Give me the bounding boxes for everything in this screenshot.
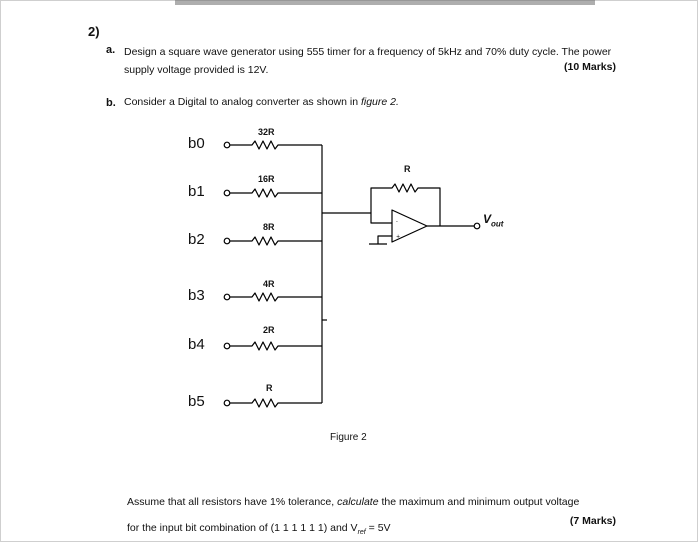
resistor-label-8r: 8R	[263, 222, 275, 232]
part-a-marks: (10 Marks)	[564, 61, 616, 73]
resistor-label-r: R	[266, 383, 273, 393]
cropped-header-strip	[175, 0, 595, 5]
resistor-label-2r: 2R	[263, 325, 275, 335]
bit-label-b5: b5	[188, 393, 205, 410]
bit-label-b4: b4	[188, 336, 205, 353]
non-inverting-input-wire	[377, 235, 392, 244]
input-row-b0	[223, 140, 322, 150]
bit-label-b0: b0	[188, 135, 205, 152]
input-row-b4	[223, 341, 322, 351]
vout-subscript: out	[491, 219, 504, 229]
feedback-resistor-path	[370, 183, 441, 226]
part-a-text: Design a square wave generator using 555…	[124, 46, 612, 76]
op-amp-symbol	[391, 209, 428, 243]
part-b-figure-ref: figure 2.	[360, 96, 399, 108]
vref-subscript: ref	[357, 529, 366, 537]
bit-label-b3: b3	[188, 287, 205, 304]
input-row-b1	[223, 188, 322, 198]
figure-caption: Figure 2	[330, 432, 367, 443]
bit-label-b2: b2	[188, 231, 205, 248]
output-terminal	[473, 222, 481, 230]
inverting-input-wire	[322, 212, 392, 224]
resistor-label-4r: 4R	[263, 279, 275, 289]
vout-label: Vout	[483, 212, 503, 228]
resistor-label-16r: 16R	[258, 174, 275, 184]
input-row-b5	[223, 398, 322, 408]
vout-symbol: V	[483, 212, 492, 226]
question-number: 2)	[88, 24, 100, 39]
part-a-letter: a.	[106, 44, 116, 56]
assumption-text: Assume that all resistors have 1% tolera…	[127, 489, 617, 546]
part-b-letter: b.	[106, 97, 116, 109]
part-b-text: Consider a Digital to analog converter a…	[124, 96, 399, 108]
op-amp-plus-sign: +	[396, 234, 400, 240]
bit-label-b1: b1	[188, 183, 205, 200]
input-row-b2	[223, 236, 322, 246]
part-b-text-before: Consider a Digital to analog converter a…	[124, 96, 361, 108]
resistor-label-32r: 32R	[258, 127, 275, 137]
part-b-marks: (7 Marks)	[569, 515, 616, 527]
feedback-resistor-label: R	[404, 164, 411, 174]
assumption-line-2: for the input bit combination of (1 1 1 …	[127, 522, 391, 537]
calculate-word: calculate	[337, 496, 379, 508]
op-amp-minus-sign: -	[396, 219, 398, 225]
input-row-b3	[223, 292, 322, 302]
assumption-line-1: Assume that all resistors have 1% tolera…	[127, 496, 580, 508]
